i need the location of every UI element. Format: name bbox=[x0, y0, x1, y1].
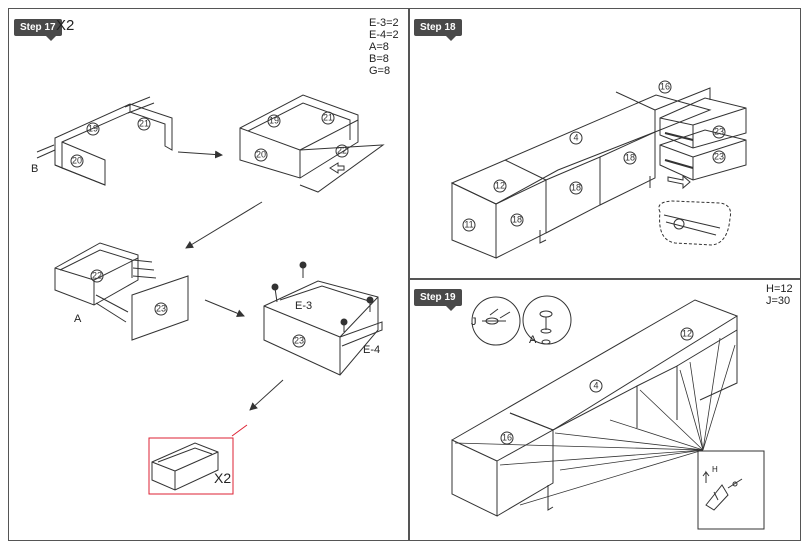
part-num-21b: 21 bbox=[323, 112, 333, 122]
step-18-badge: Step 18 bbox=[414, 19, 462, 41]
parts-item: E-3=2 bbox=[369, 17, 399, 29]
tv-cabinet-step19 bbox=[451, 299, 739, 517]
finished-drawer bbox=[151, 442, 219, 491]
s18-num-11: 11 bbox=[464, 219, 473, 229]
tool-bubble-a bbox=[522, 295, 572, 345]
step-19-badge: Step 19 bbox=[414, 289, 462, 311]
parts-item: B=8 bbox=[369, 53, 389, 65]
part-num-23b: 23 bbox=[294, 335, 304, 345]
step-19-parts-list: H=12 J=30 bbox=[766, 283, 793, 307]
label-e3: E-3 bbox=[295, 300, 312, 312]
part-num-20: 20 bbox=[72, 155, 82, 165]
part-num-23: 23 bbox=[156, 303, 166, 313]
label-j: J bbox=[471, 316, 477, 328]
step-17-multiplier: X2 bbox=[56, 17, 75, 34]
s18-num-18b: 18 bbox=[571, 182, 581, 192]
part-num-22: 22 bbox=[337, 145, 347, 155]
step-17-parts-list: E-3=2 E-4=2 A=8 B=8 G=8 bbox=[369, 17, 399, 77]
tool-bubble-j bbox=[471, 296, 521, 346]
part-num-21: 21 bbox=[139, 118, 149, 128]
part-num-19: 19 bbox=[88, 123, 98, 133]
label-a: A bbox=[74, 313, 82, 325]
label-a-s19: A bbox=[529, 334, 537, 346]
slide-detail-bubble bbox=[658, 200, 731, 246]
part-num-19b: 19 bbox=[269, 115, 279, 125]
label-e4: E-4 bbox=[363, 344, 380, 356]
step-18-label: Step 18 bbox=[420, 22, 456, 33]
s19-num-12: 12 bbox=[682, 328, 692, 338]
part-num-22b: 22 bbox=[92, 270, 102, 280]
part-num-20b: 20 bbox=[256, 149, 266, 159]
label-h: H bbox=[712, 465, 718, 474]
parts-item: H=12 bbox=[766, 283, 793, 295]
parts-item: J=30 bbox=[766, 295, 791, 307]
step-19-label: Step 19 bbox=[420, 292, 456, 303]
step18-drawers bbox=[659, 97, 747, 181]
s18-num-12: 12 bbox=[495, 180, 505, 190]
parts-item: A=8 bbox=[369, 41, 389, 53]
s18-num-18c: 18 bbox=[512, 214, 522, 224]
s19-num-16: 16 bbox=[502, 432, 512, 442]
label-x2-drawer: X2 bbox=[214, 470, 231, 486]
drawer-frame-with-bottom bbox=[239, 94, 385, 193]
drawer-frame-open bbox=[54, 103, 173, 186]
step-17-badge: Step 17 bbox=[14, 19, 62, 41]
s18-num-4: 4 bbox=[573, 132, 578, 142]
s18-num-16: 16 bbox=[660, 81, 670, 91]
s18-num-23a: 23 bbox=[714, 126, 724, 136]
parts-item: G=8 bbox=[369, 65, 391, 77]
drawer-with-slides bbox=[263, 280, 383, 376]
drawer-box bbox=[54, 242, 139, 306]
wall-strap-lines bbox=[454, 337, 736, 506]
step-17-label: Step 17 bbox=[20, 22, 56, 33]
parts-item: E-4=2 bbox=[369, 29, 399, 41]
wall-bracket-inset bbox=[697, 450, 765, 530]
s19-num-4: 4 bbox=[593, 380, 598, 390]
step-19-panel bbox=[409, 279, 801, 541]
label-b: B bbox=[31, 163, 38, 175]
s18-num-23b: 23 bbox=[714, 151, 724, 161]
s18-num-18a: 18 bbox=[625, 152, 635, 162]
drawer-front-panel bbox=[131, 275, 189, 341]
